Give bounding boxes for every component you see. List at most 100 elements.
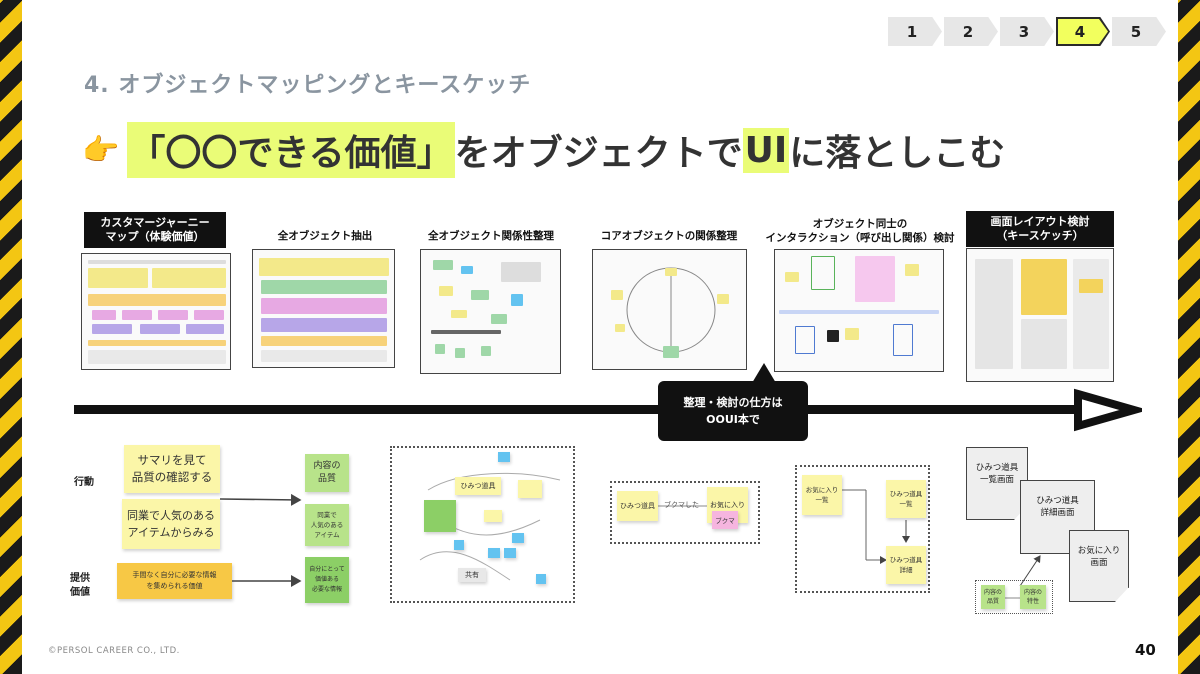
bookmarked-label: ブクマした: [664, 501, 699, 509]
sticky-blue-note: [512, 533, 524, 543]
phase-label-journey-map: カスタマージャーニー マップ（体験価値）: [84, 212, 226, 248]
sticky-text: ひみつ道具: [889, 490, 923, 498]
sticky-text: お気に入り: [710, 501, 745, 509]
phase-label-interaction: オブジェクト同士の インタラクション（呼び出し関係）検討: [762, 217, 958, 245]
sticky-text: 必要な情報: [311, 586, 342, 593]
phase-label-layout: 画面レイアウト検討 （キースケッチ）: [966, 211, 1114, 247]
timeline-axis: [74, 405, 1079, 414]
sticky-valuable-info: 自分にとって価値ある必要な情報: [305, 557, 349, 603]
timeline-arrowhead-icon: [1074, 388, 1142, 432]
headline-highlight-ui: UI: [742, 127, 790, 173]
sticky-himitsu-center: ひみつ道具: [455, 477, 501, 495]
interaction-sketch: [795, 465, 930, 593]
phase-line: オブジェクト同士の: [812, 218, 908, 230]
sticky-text: ひみつ道具: [889, 556, 923, 564]
sticky-text: 特性: [1026, 598, 1039, 605]
phase-label-extract: 全オブジェクト抽出: [254, 229, 396, 243]
sticky-blue-note: [454, 540, 464, 550]
step-3[interactable]: 3: [1000, 17, 1054, 46]
sticky-blue-note: [536, 574, 546, 584]
sticky-text: お気に入り: [805, 486, 839, 494]
screen-text: 詳細画面: [1040, 508, 1075, 518]
thumbnail-object-extract[interactable]: [252, 249, 395, 368]
phase-label-core: コアオブジェクトの関係整理: [590, 229, 748, 243]
sticky-small-note: [518, 480, 542, 498]
sticky-himitsu-tool: ひみつ道具: [617, 491, 658, 521]
phase-line: 全オブジェクト関係性整理: [428, 230, 554, 242]
sticky-value-offer: 手間なく自分に必要な情報を集められる価値: [117, 563, 232, 599]
screen-list-sketch: ひみつ道具一覧画面: [966, 447, 1028, 520]
screen-favorite-sketch: お気に入り画面: [1069, 530, 1129, 602]
headline-end: に落としこむ: [789, 133, 1006, 174]
bookmark-sketch: [610, 481, 760, 544]
phase-line: 全オブジェクト抽出: [277, 230, 373, 242]
phase-line: マップ（体験価値）: [105, 230, 205, 243]
sticky-share: 共有: [458, 568, 486, 582]
sticky-text: 一覧: [815, 496, 829, 504]
phase-label-relations: 全オブジェクト関係性整理: [418, 229, 564, 243]
row-label-action: 行動: [74, 477, 94, 488]
pointing-hand-icon: 👉: [82, 132, 120, 168]
sticky-text: 品質: [986, 598, 999, 605]
sticky-green-note: [424, 500, 456, 532]
headline: 👉 「〇〇できる価値」 をオブジェクトで UI に落としこむ: [82, 122, 1005, 178]
step-4-active[interactable]: 4: [1056, 17, 1110, 46]
sticky-text: 一覧: [899, 500, 913, 508]
sticky-himitsu-detail: ひみつ道具詳細: [886, 546, 926, 584]
sticky-blue-note: [504, 548, 516, 558]
copyright: ©PERSOL CAREER CO., LTD.: [48, 646, 180, 656]
sticky-text: 内容の: [313, 461, 341, 471]
hazard-stripe-right: [1178, 0, 1200, 674]
callout-ooui-book: 整理・検討の仕方は OOUI本で: [658, 381, 808, 441]
sticky-text: 内容の: [1023, 589, 1042, 596]
sticky-text: 人気のある: [310, 521, 344, 529]
sticky-text: サマリを見て: [137, 453, 207, 467]
thumbnail-object-relations[interactable]: [420, 249, 561, 374]
phase-line: カスタマージャーニー: [100, 216, 210, 229]
sticky-blue-note: [488, 548, 500, 558]
step-label: 5: [1130, 22, 1142, 41]
step-label: 3: [1018, 22, 1030, 41]
screen-text: 一覧画面: [979, 475, 1014, 485]
sticky-popular-small: 同業で人気のあるアイテム: [305, 504, 349, 546]
sticky-content-quality: 内容の品質: [305, 454, 349, 492]
headline-highlight-value: 「〇〇できる価値」: [127, 122, 455, 178]
thumbnail-key-sketch[interactable]: [966, 248, 1114, 382]
sticky-text: 品質の確認する: [131, 470, 213, 484]
object-map-sketch: [390, 446, 575, 603]
step-indicator: 1 2 3 4 5: [888, 17, 1168, 46]
sticky-text: アイテムからみる: [127, 526, 215, 539]
headline-middle: をオブジェクトで: [454, 133, 743, 174]
row-label-line: 価値: [70, 587, 90, 598]
thumbnail-core-relations[interactable]: [592, 249, 747, 370]
sticky-popular-items: 同業で人気のあるアイテムからみる: [122, 499, 220, 549]
sticky-text: 価値ある: [314, 576, 339, 583]
sticky-text: 内容の: [983, 589, 1002, 596]
step-1[interactable]: 1: [888, 17, 942, 46]
phase-line: 画面レイアウト検討: [990, 215, 1090, 228]
phase-line: インタラクション（呼び出し関係）検討: [765, 232, 955, 244]
step-5[interactable]: 5: [1112, 17, 1166, 46]
screen-text: ひみつ道具: [1036, 496, 1079, 506]
step-label: 4: [1074, 22, 1086, 41]
thumbnail-interaction[interactable]: [774, 249, 944, 372]
step-2[interactable]: 2: [944, 17, 998, 46]
callout-line: 整理・検討の仕方は: [683, 396, 783, 409]
sticky-text: 手間なく自分に必要な情報: [132, 571, 217, 579]
sticky-text: 同業で人気のある: [127, 509, 215, 522]
sticky-text: 同業で: [317, 511, 337, 519]
thumbnail-journey-map[interactable]: [81, 253, 231, 370]
hazard-stripe-left: [0, 0, 22, 674]
sticky-fav-list: お気に入り一覧: [802, 475, 842, 515]
row-label-line: 提供: [70, 573, 90, 584]
sticky-text: 自分にとって: [309, 566, 345, 573]
sticky-content-quality-small: 内容の品質: [981, 585, 1005, 609]
sticky-summary-check: サマリを見て品質の確認する: [124, 445, 220, 493]
sticky-text: 詳細: [899, 566, 913, 574]
sticky-content-feature: 内容の特性: [1020, 585, 1046, 609]
step-label: 2: [962, 22, 974, 41]
step-label: 1: [906, 22, 918, 41]
phase-line: （キースケッチ）: [996, 229, 1084, 242]
screen-text: 画面: [1090, 558, 1108, 568]
